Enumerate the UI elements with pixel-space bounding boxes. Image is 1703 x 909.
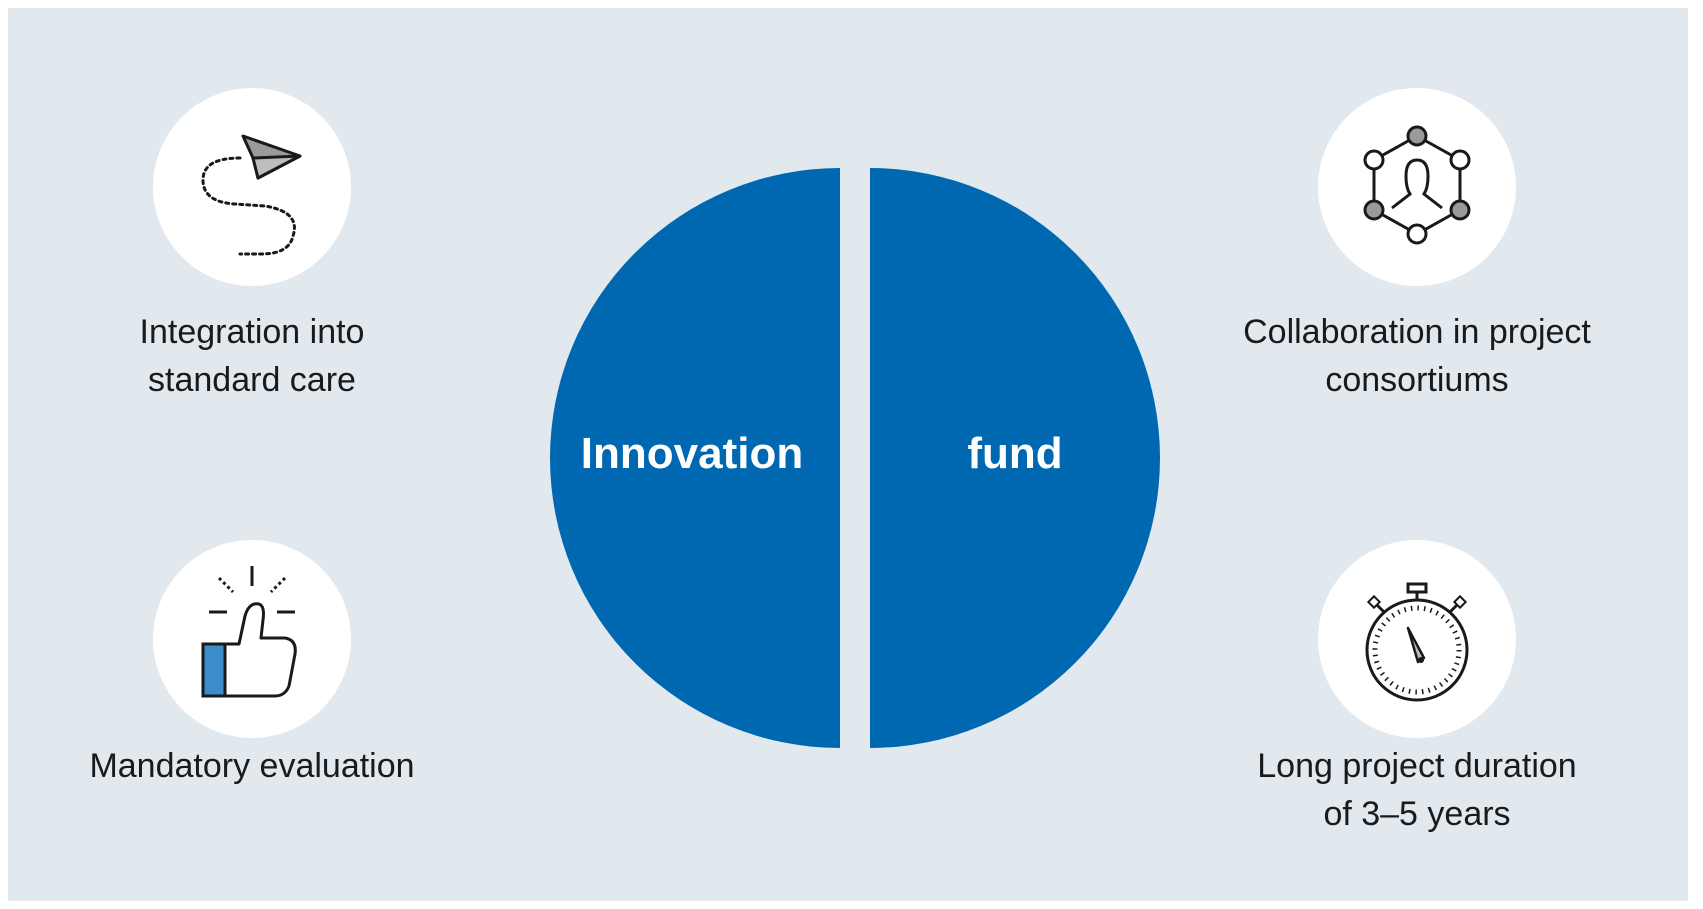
duration-label-text: Long project duration of 3–5 years bbox=[1257, 747, 1577, 833]
stopwatch-icon bbox=[1365, 582, 1469, 702]
center-label-left: Innovation bbox=[580, 429, 804, 478]
integration-label: Integration into standard care bbox=[102, 308, 402, 404]
duration-label: Long project duration of 3–5 years bbox=[1217, 742, 1617, 838]
evaluation-label: Mandatory evaluation bbox=[52, 742, 452, 790]
collaboration-label-text: Collaboration in project consortiums bbox=[1243, 313, 1591, 399]
collaboration-icon-circle bbox=[1318, 88, 1516, 286]
evaluation-label-text: Mandatory evaluation bbox=[89, 747, 415, 785]
paper-plane-path-icon bbox=[201, 134, 302, 256]
evaluation-icon-circle bbox=[153, 540, 351, 738]
integration-label-text: Integration into standard care bbox=[139, 313, 365, 399]
collaboration-label: Collaboration in project consortiums bbox=[1217, 308, 1617, 404]
duration-icon-circle bbox=[1318, 540, 1516, 738]
center-label-right: fund bbox=[967, 429, 1063, 478]
network-person-icon bbox=[1363, 125, 1471, 245]
thumbs-up-icon bbox=[201, 566, 297, 698]
integration-icon-circle bbox=[153, 88, 351, 286]
